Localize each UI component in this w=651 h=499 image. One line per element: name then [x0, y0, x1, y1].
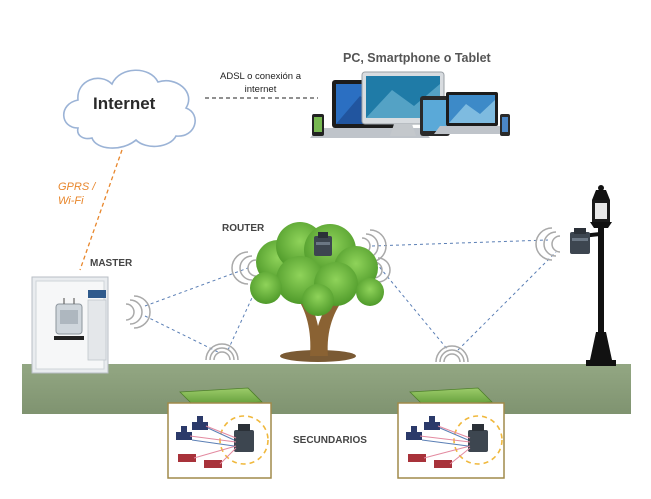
adsl-label-line2: internet — [244, 84, 277, 95]
wifi-signal-icon — [435, 345, 469, 363]
cloud-icon — [62, 69, 196, 149]
secundarios-label: SECUNDARIOS — [293, 435, 367, 446]
devices-icon — [310, 71, 510, 138]
wifi-signal-icon — [535, 227, 561, 261]
ground-band — [22, 364, 631, 414]
master-cabinet-icon — [31, 276, 109, 374]
router-node-icon — [570, 228, 590, 254]
gprs-label: GPRS / Wi-Fi — [58, 180, 95, 208]
valve-icon — [406, 416, 440, 440]
sensor-box-left — [167, 402, 272, 479]
valve-icon — [178, 454, 222, 468]
adsl-label: ADSL o conexión a internet — [220, 70, 301, 96]
valve-icon — [408, 454, 452, 468]
secondary-node-icon — [468, 424, 488, 452]
wifi-signal-icon — [125, 295, 151, 329]
wifi-signal-icon — [205, 343, 239, 361]
router-node-icon — [314, 232, 332, 256]
valve-icon — [176, 416, 208, 440]
green-pad-icon — [409, 387, 493, 407]
gprs-label-line2: Wi-Fi — [58, 195, 84, 207]
green-pad-icon — [179, 387, 263, 407]
router-label: ROUTER — [222, 223, 265, 234]
gprs-link — [79, 149, 123, 271]
secondary-node-icon — [234, 424, 254, 452]
master-label: MASTER — [90, 258, 133, 269]
internet-label: Internet — [93, 94, 156, 113]
adsl-label-line1: ADSL o conexión a — [220, 71, 301, 82]
gprs-label-line1: GPRS / — [58, 181, 96, 193]
wifi-signal-icon — [231, 251, 257, 285]
streetlamp-icon — [582, 185, 616, 366]
sensor-box-right — [397, 402, 505, 479]
devices-label: PC, Smartphone o Tablet — [343, 51, 491, 65]
